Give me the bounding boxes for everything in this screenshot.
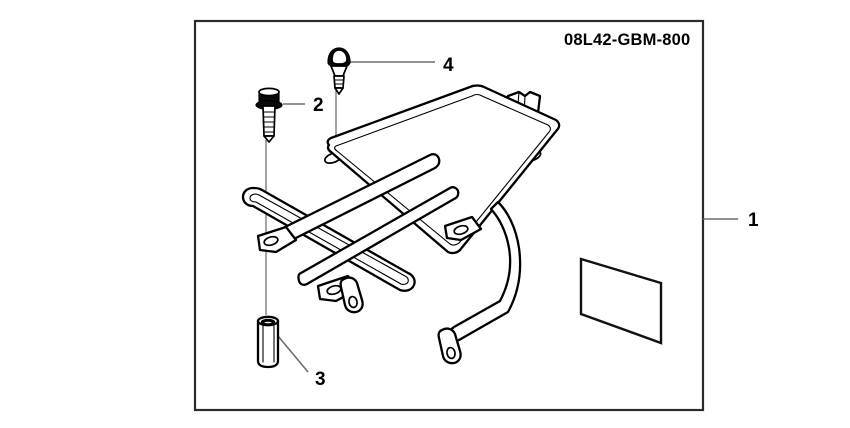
flat-pad-plate-face [579,257,663,345]
collar-side-highlight [262,325,275,363]
bolt-tip [263,135,275,143]
rack-outer-tube-inner-edge [334,93,551,246]
collar-spacer-part [256,315,280,369]
rack-left-loop-inner [249,193,409,285]
rivet-neck [330,65,348,77]
luggage-rack-assembly [241,84,561,365]
rack-diagonal-bar-2 [297,186,460,286]
flange-bolt-part [255,87,283,143]
callout-number-2: 2 [313,95,324,116]
kit-boundary-rectangle [193,19,705,412]
rack-mid-mount-tab-hole [453,224,469,236]
flat-pad-plate [579,257,663,345]
rack-left-loop [241,186,416,292]
collar-bore-inner [262,320,274,325]
rivet-stem-tip [334,87,344,95]
rivet-head-highlight [331,49,348,65]
callout-number-4: 4 [443,55,454,76]
bolt-head-top-face [258,87,280,97]
collar-body [256,319,280,369]
rivet-stem-rib [333,79,345,85]
rivet-stem [333,75,345,89]
rack-bracket-eye-left-hole [348,295,358,309]
rack-left-mount-tab-hole [263,235,279,247]
callout-number-3: 3 [315,369,326,390]
callout-number-1: 1 [748,210,759,231]
rack-outer-tube-loop [326,84,561,255]
push-rivet-part [327,47,351,95]
part-number-label: 08L42-GBM-800 [564,31,691,49]
bolt-thread-lines [262,111,276,133]
rack-bracket-eye-right-hole [446,346,456,360]
